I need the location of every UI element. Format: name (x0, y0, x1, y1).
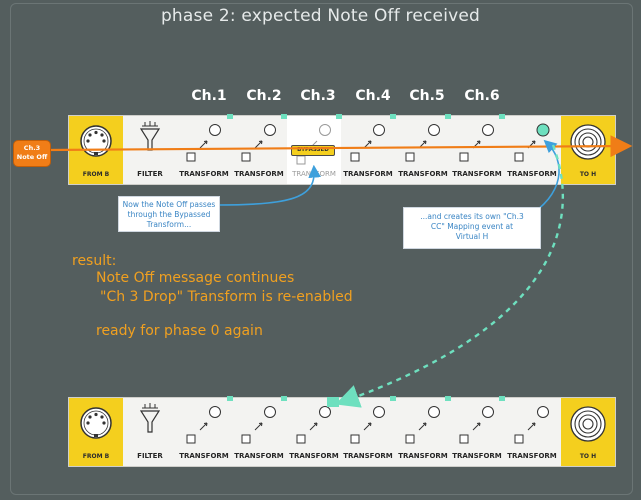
transform-icon (405, 406, 440, 444)
callout-arrow-left (217, 164, 322, 206)
channel-label-1: Ch.1 (191, 88, 227, 104)
teal-marker (445, 396, 451, 401)
teal-marker (390, 114, 396, 119)
callout-bypass: Now the Note Off passes through the Bypa… (118, 196, 220, 232)
transform-label: TRANSFORM (234, 452, 284, 460)
transform-cell: TRANSFORM (287, 398, 341, 466)
speaker-output-icon (570, 124, 606, 160)
transform-cell: TRANSFORM (505, 398, 559, 466)
teal-marker (445, 114, 451, 119)
mapping-target-marker (327, 397, 339, 407)
transform-icon (459, 406, 494, 444)
filter-label: FILTER (137, 170, 163, 178)
transform-label: TRANSFORM (507, 452, 557, 460)
callout-mapping-line1: ...and creates its own "Ch.3 (420, 212, 524, 221)
transform-icon (514, 406, 549, 444)
transform-cell: TRANSFORM (341, 398, 395, 466)
transform-cell: TRANSFORM (396, 398, 450, 466)
result-line-1: Note Off message continues (96, 270, 295, 286)
to-h-endcap: TO H (561, 116, 615, 184)
transform-icon (459, 124, 494, 162)
callout-mapping-line3: Virtual H (455, 232, 489, 241)
channel-label-6: Ch.6 (464, 88, 500, 104)
transform-cell: TRANSFORM (177, 116, 231, 184)
transform-icon (296, 124, 331, 165)
transform-icon (241, 406, 276, 444)
midi-in-icon (80, 407, 112, 439)
from-b-endcap: FROM B (69, 398, 123, 466)
filter-label: FILTER (137, 452, 163, 460)
transform-cell: TRANSFORM (450, 116, 504, 184)
teal-marker (336, 114, 342, 119)
transform-icon (241, 124, 276, 162)
teal-marker (499, 114, 505, 119)
transform-icon (350, 124, 385, 162)
to-h-label: TO H (579, 171, 597, 178)
transform-label: TRANSFORM (398, 452, 448, 460)
callout-mapping-line2: CC" Mapping event at (430, 222, 514, 231)
note-off-source-badge: Ch.3 Note Off (14, 141, 50, 166)
result-line-2: "Ch 3 Drop" Transform is re-enabled (100, 289, 353, 305)
teal-marker (281, 396, 287, 401)
transform-label: TRANSFORM (343, 452, 393, 460)
callout-bypass-line3: Transform... (146, 220, 192, 229)
transform-cell: TRANSFORM (341, 116, 395, 184)
transform-label: TRANSFORM (452, 452, 502, 460)
to-h-label: TO H (579, 453, 597, 460)
transform-cell: TRANSFORM (232, 398, 286, 466)
teal-marker (227, 396, 233, 401)
teal-marker (227, 114, 233, 119)
callout-mapping: ...and creates its own "Ch.3 CC" Mapping… (403, 207, 541, 249)
diagram-title: phase 2: expected Note Off received (160, 6, 481, 26)
transform-icon (350, 406, 385, 444)
transform-cell: TRANSFORM (232, 116, 286, 184)
transform-label: TRANSFORM (398, 170, 448, 178)
filter-cell: FILTER (123, 398, 177, 466)
transform-label: TRANSFORM (234, 170, 284, 178)
channel-label-5: Ch.5 (409, 88, 445, 104)
transform-label: TRANSFORM (179, 170, 229, 178)
callout-bypass-line2: through the Bypassed (127, 210, 211, 219)
transform-label: TRANSFORM (289, 452, 339, 460)
bypassed-badge: BYPASSED (291, 145, 335, 156)
midi-in-icon (80, 125, 112, 157)
transform-cell: TRANSFORM (396, 116, 450, 184)
transform-icon (296, 406, 331, 444)
transform-icon (186, 406, 221, 444)
speaker-output-icon (570, 406, 606, 442)
channel-label-2: Ch.2 (246, 88, 282, 104)
to-h-endcap: TO H (561, 398, 615, 466)
callout-bypass-line1: Now the Note Off passes (122, 200, 216, 209)
transform-icon (186, 124, 221, 162)
channel-label-3: Ch.3 (300, 88, 336, 104)
funnel-icon (139, 403, 161, 433)
transform-label: TRANSFORM (179, 452, 229, 460)
source-badge-line1: Ch.3 (23, 144, 41, 152)
from-b-label: FROM B (82, 453, 110, 460)
teal-marker (281, 114, 287, 119)
channel-label-4: Ch.4 (355, 88, 391, 104)
transform-label: TRANSFORM (452, 170, 502, 178)
transform-icon (405, 124, 440, 162)
bottom-routing-strip: FROM B FILTER TRANSFORM TRANSFORM (68, 397, 616, 467)
signal-line (47, 135, 633, 158)
transform-label: TRANSFORM (507, 170, 557, 178)
transform-cell: TRANSFORM (450, 398, 504, 466)
transform-cell: TRANSFORM (177, 398, 231, 466)
from-b-label: FROM B (82, 171, 110, 178)
mapping-dashed-arrow (335, 144, 565, 408)
result-line-3: ready for phase 0 again (96, 323, 263, 339)
source-badge-line2: Note Off (16, 153, 48, 161)
teal-marker (390, 396, 396, 401)
diagram-frame (10, 3, 633, 495)
teal-marker (499, 396, 505, 401)
transform-label: TRANSFORM (343, 170, 393, 178)
result-heading: result: (72, 253, 117, 269)
